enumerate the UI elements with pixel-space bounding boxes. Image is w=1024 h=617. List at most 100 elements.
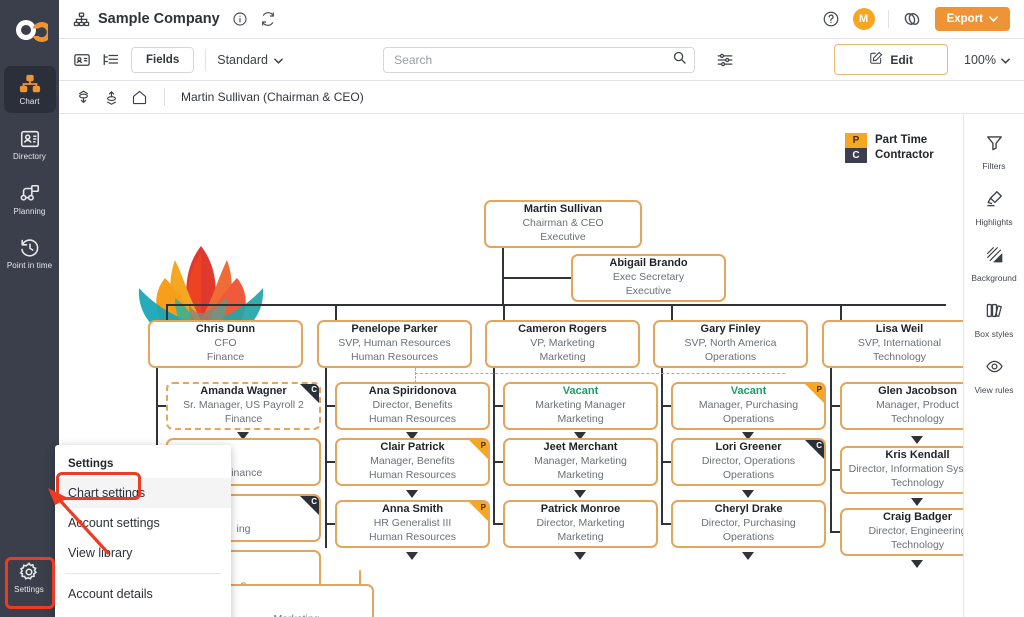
org-node-name: Patrick Monroe (540, 503, 621, 516)
org-node-dept: Operations (722, 413, 775, 426)
background-swatch-icon (985, 245, 1004, 269)
org-node-dept: Finance (224, 413, 263, 426)
org-node-name: Penelope Parker (351, 323, 438, 336)
sidebar-item-directory[interactable]: Directory (4, 121, 56, 168)
chevron-down-icon (1001, 53, 1010, 67)
menu-item-account-details[interactable]: Account details (68, 587, 153, 601)
link-icon[interactable] (902, 9, 922, 29)
view-mode-select[interactable]: Standard (217, 53, 283, 67)
export-button[interactable]: Export (934, 7, 1010, 31)
org-node-name: Anna Smith (381, 503, 444, 516)
legend-contractor-key: C (845, 148, 867, 163)
tool-highlights[interactable]: Highlights (964, 180, 1024, 236)
left-navigation-rail: Chart Directory (0, 0, 59, 617)
org-node-title: HR Generalist III (373, 516, 452, 529)
org-node-dept: Operations (722, 469, 775, 482)
sidebar-item-settings-label: Settings (14, 585, 44, 595)
org-node-name: Glen Jacobson (878, 385, 957, 398)
highlighter-icon (985, 189, 1004, 213)
edit-button[interactable]: Edit (834, 44, 949, 75)
info-circle-icon[interactable] (232, 11, 248, 27)
planning-nodes-icon (19, 183, 41, 205)
org-node-title: Marketing Manager (535, 398, 626, 411)
zoom-select[interactable]: 100% (964, 53, 1010, 67)
org-node[interactable]: Marketing (219, 584, 374, 617)
org-node-name: Vacant (562, 385, 599, 398)
collapse-down-icon[interactable] (75, 89, 92, 106)
search-input[interactable] (383, 46, 696, 73)
tool-background[interactable]: Background (964, 236, 1024, 292)
org-node-name: Clair Patrick (380, 441, 445, 454)
tool-box-styles[interactable]: Box styles (964, 292, 1024, 348)
menu-item-account-settings[interactable]: Account settings (68, 516, 160, 530)
sidebar-item-point-in-time[interactable]: Point in time (4, 230, 56, 277)
org-node-dept: Executive (540, 231, 586, 244)
tool-view-rules[interactable]: View rules (964, 348, 1024, 404)
org-node-dept: Marketing (557, 413, 604, 426)
sidebar-item-planning[interactable]: Planning (4, 176, 56, 223)
org-node-title: Director, Information Systems (848, 462, 963, 475)
sidebar-item-chart[interactable]: Chart (3, 66, 56, 113)
fields-button[interactable]: Fields (131, 46, 195, 73)
org-node-title: CFO (214, 336, 237, 349)
sidebar-item-point-in-time-label: Point in time (6, 261, 53, 271)
org-node-name: Chris Dunn (195, 323, 256, 336)
menu-item-chart-settings[interactable]: Chart settings (55, 478, 231, 508)
sliders-icon[interactable] (716, 51, 734, 69)
legend-labels: Part Time Contractor (875, 133, 934, 162)
home-icon[interactable] (131, 89, 148, 106)
tool-filters[interactable]: Filters (964, 124, 1024, 180)
expand-up-icon[interactable] (103, 89, 120, 106)
avatar[interactable]: M (852, 8, 875, 30)
list-view-icon[interactable] (102, 51, 120, 69)
org-node-dept: Human Resources (369, 469, 456, 482)
refresh-icon[interactable] (260, 11, 276, 27)
org-node-dept: ing (236, 522, 251, 535)
menu-item-application-details[interactable]: Application details (55, 609, 231, 617)
sidebar-item-directory-label: Directory (13, 151, 46, 161)
part-time-badge: P (469, 440, 488, 459)
org-node-title: VP, Marketing (530, 336, 595, 349)
breadcrumb-bar: Martin Sullivan (Chairman & CEO) (59, 81, 1024, 114)
tool-box-styles-label: Box styles (974, 329, 1014, 339)
part-time-badge: P (469, 502, 488, 521)
help-circle-icon[interactable] (822, 10, 840, 28)
menu-item-view-library[interactable]: View library (68, 546, 133, 560)
zoom-level-label: 100% (964, 52, 996, 67)
divider (164, 88, 165, 106)
card-view-icon[interactable] (73, 51, 91, 69)
org-node-name: Vacant (730, 385, 767, 398)
org-node-title: Director, Benefits (372, 398, 453, 411)
org-node-title: Director, Purchasing (701, 516, 796, 529)
oc-logo[interactable] (0, 0, 59, 60)
org-node-dept: Finance (224, 466, 263, 479)
org-node-name: Kris Kendall (885, 449, 950, 462)
org-node-dept: Human Resources (369, 413, 456, 426)
view-mode-label: Standard (217, 52, 268, 67)
org-node-dept: Marketing (539, 351, 586, 364)
header-actions: M Export (822, 7, 1010, 31)
org-node-dept: Marketing (221, 612, 372, 617)
sidebar-item-settings[interactable]: Settings (3, 554, 55, 601)
